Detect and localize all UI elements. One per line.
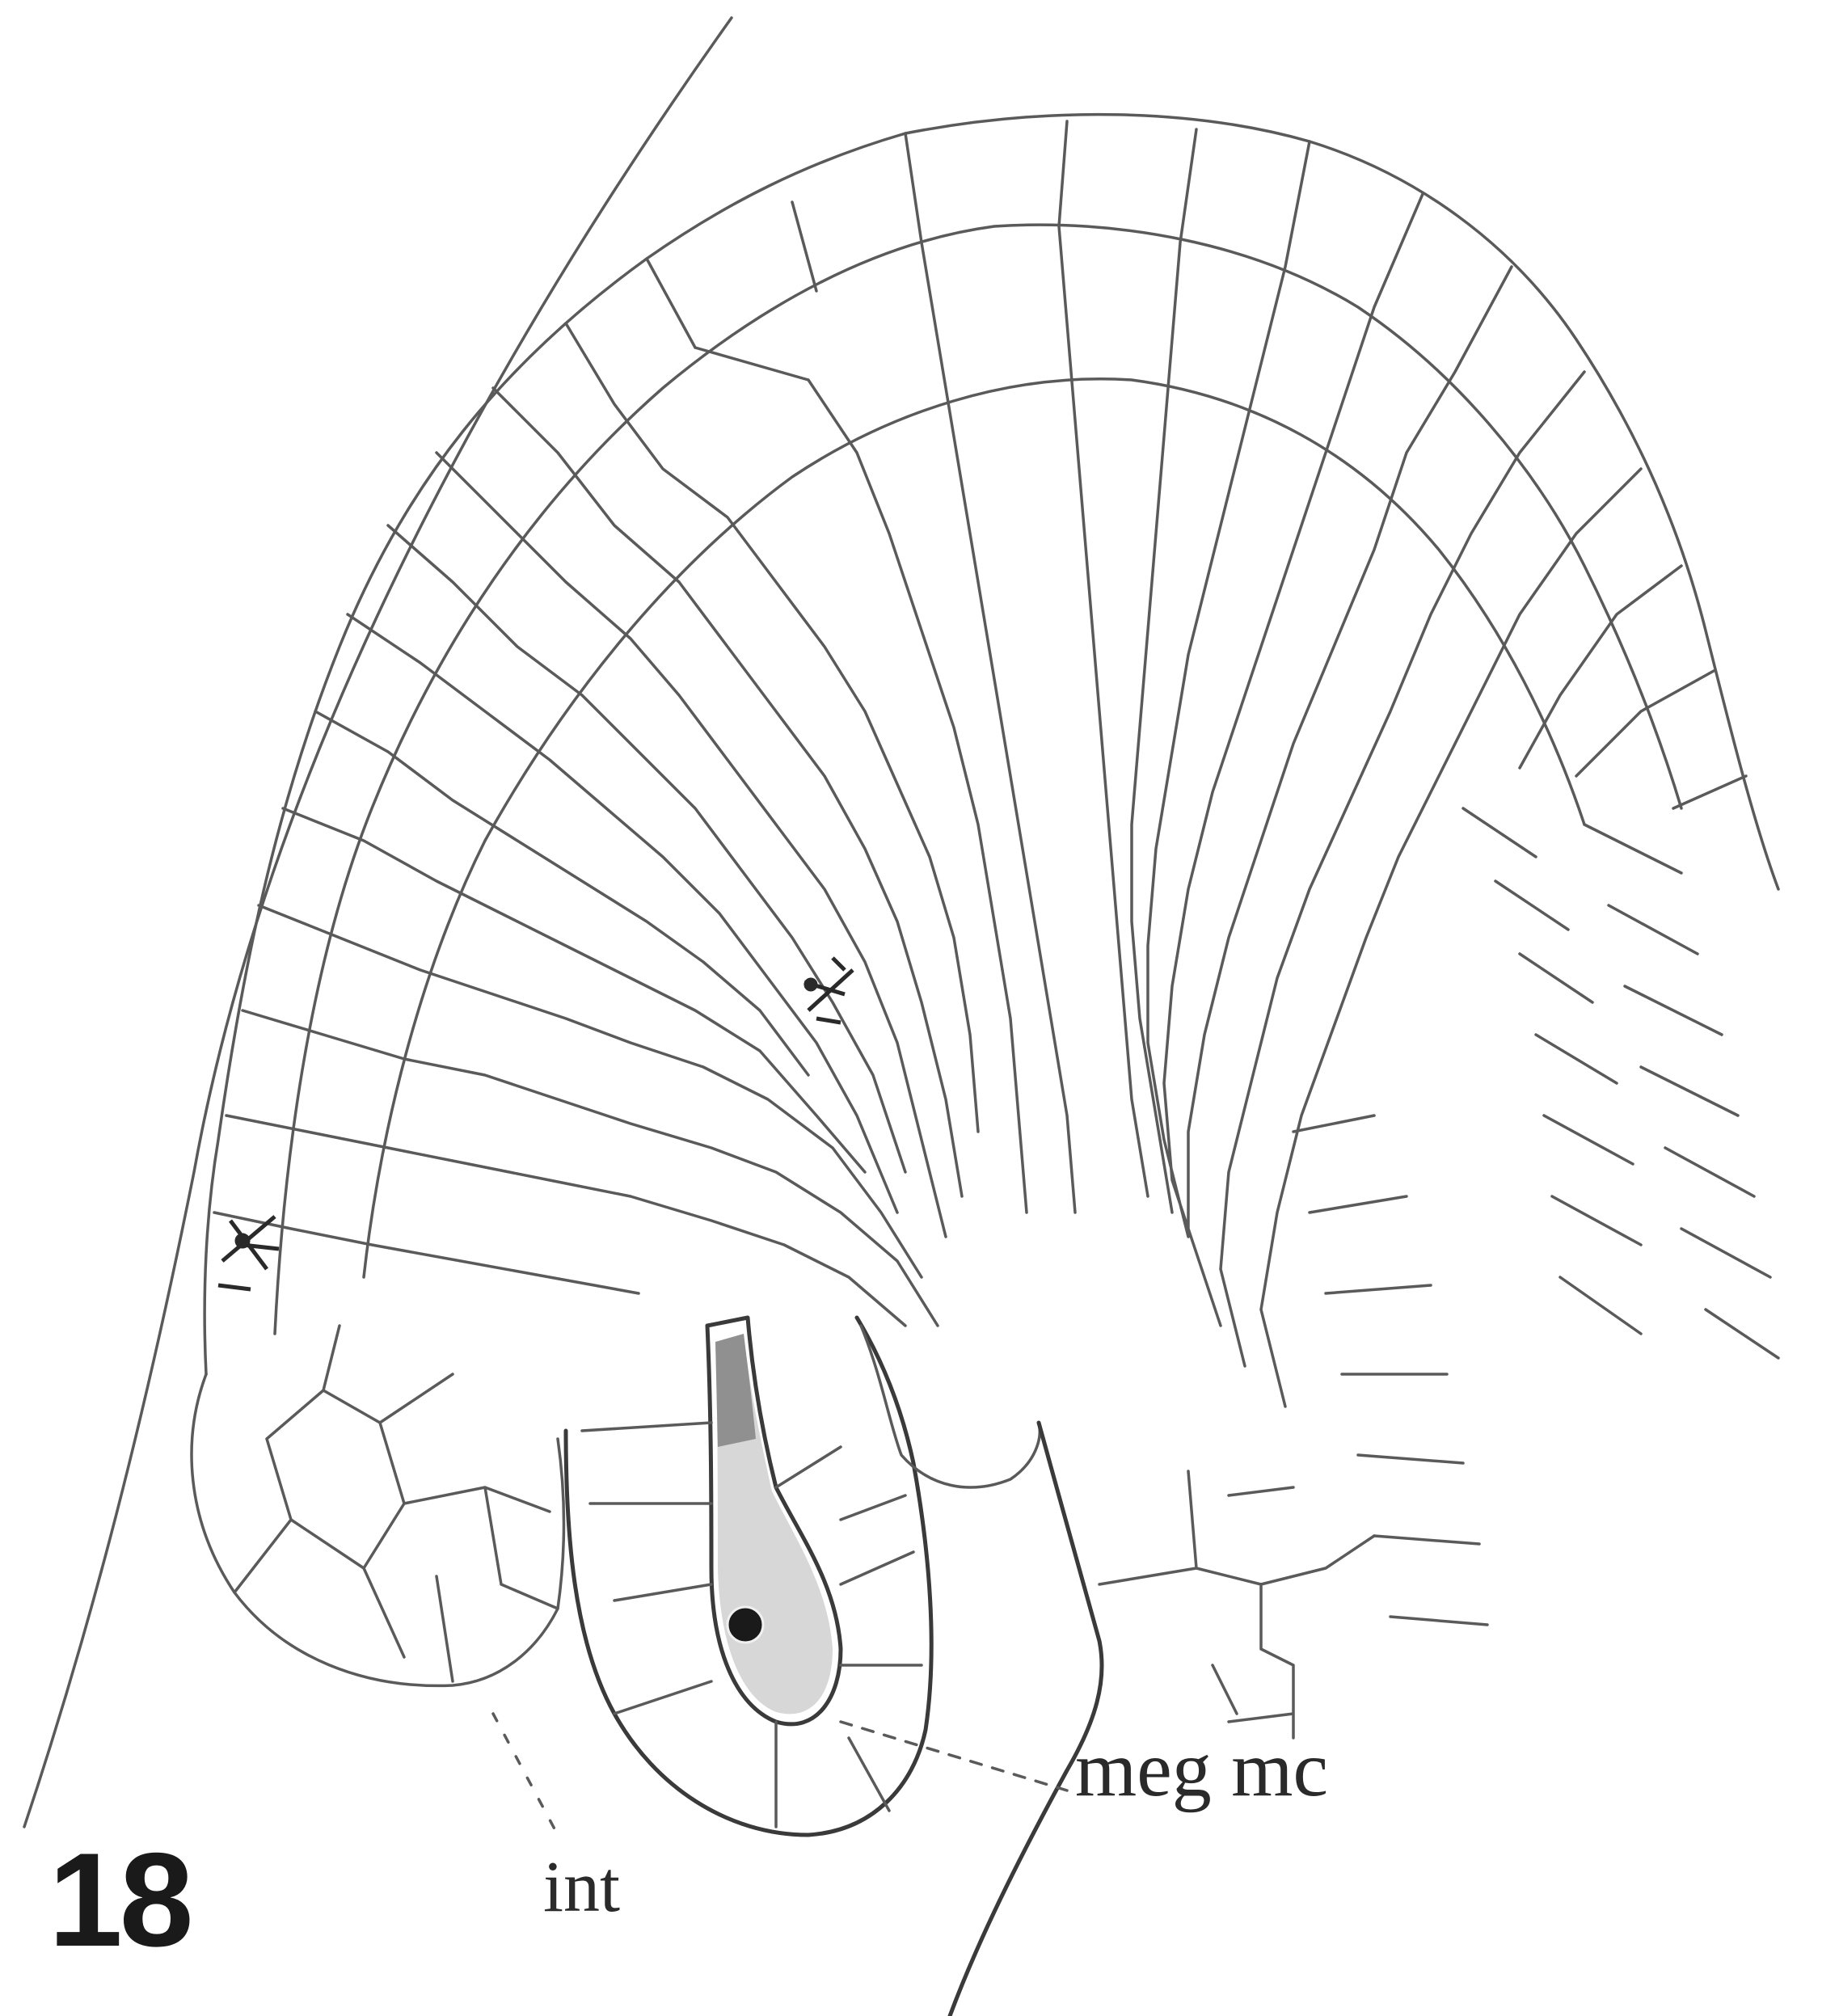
cell-walls	[214, 121, 1778, 1625]
mitotic-figure-left	[218, 1217, 279, 1289]
right-integument-lobe	[861, 1326, 1040, 1487]
nucellus-layer-line	[364, 379, 1584, 1277]
leader-line-int	[493, 1714, 558, 1835]
chalazal-cell-walls	[1099, 1471, 1374, 1738]
left-lobe-cell-walls	[234, 1326, 558, 1681]
outer-integument-edge	[950, 1423, 1102, 2016]
figure-number: 18	[49, 1833, 191, 1967]
megaspore-mother-cell-label: meg mc	[1075, 1730, 1328, 1809]
ovary-wall-line	[24, 18, 732, 1827]
megaspore-nucleus	[728, 1607, 763, 1643]
leader-line-megmc	[841, 1722, 1067, 1790]
ovule-outline	[205, 115, 1778, 1374]
integument-label: int	[543, 1851, 620, 1924]
